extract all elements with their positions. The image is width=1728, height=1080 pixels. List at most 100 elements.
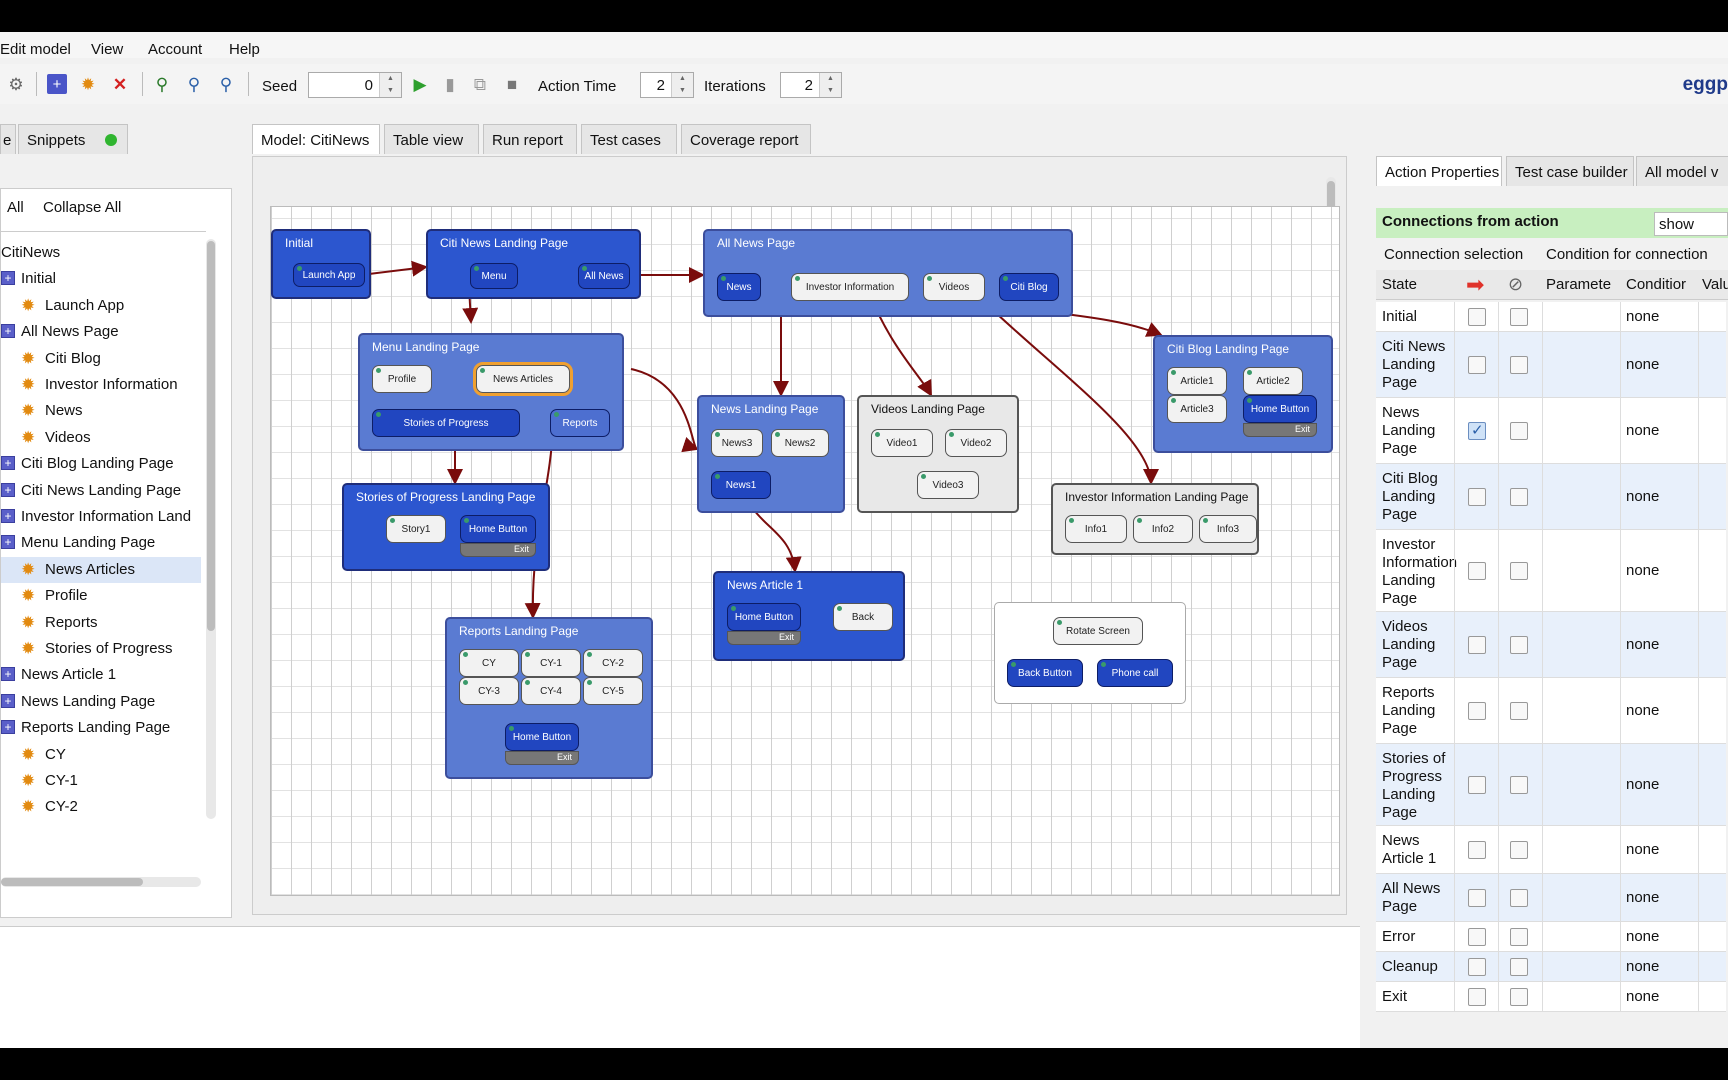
seed-input[interactable]: 0▲▼ — [308, 72, 402, 98]
menu-help[interactable]: Help — [229, 41, 260, 58]
action-node[interactable]: Stories of Progress — [372, 409, 520, 437]
expand-plus-icon[interactable]: + — [1, 482, 15, 497]
action-node[interactable]: Home Button — [505, 723, 579, 751]
exit-node[interactable]: Exit — [727, 631, 801, 645]
tab-center-3[interactable]: Test cases — [581, 124, 677, 154]
tab-center-1[interactable]: Table view — [384, 124, 479, 154]
hide-checkbox[interactable] — [1510, 636, 1528, 654]
expand-plus-icon[interactable]: + — [1, 535, 15, 550]
tab-right-0[interactable]: Action Properties — [1376, 156, 1502, 186]
connect-checkbox[interactable] — [1468, 636, 1486, 654]
action-time-input[interactable]: 2▲▼ — [640, 72, 694, 98]
action-node[interactable]: Info3 — [1199, 515, 1257, 543]
connect-checkbox[interactable] — [1468, 841, 1486, 859]
tree-item[interactable]: CitiNews — [1, 240, 201, 266]
menu-edit-model[interactable]: Edit model — [0, 41, 71, 58]
action-node[interactable]: Phone call — [1097, 659, 1173, 687]
tree-item[interactable]: ✹Citi Blog — [1, 346, 201, 372]
action-node[interactable]: Reports — [550, 409, 610, 437]
connect-checkbox[interactable] — [1468, 928, 1486, 946]
action-node[interactable]: CY-2 — [583, 649, 643, 677]
action-node[interactable]: Video1 — [871, 429, 933, 457]
tree-item[interactable]: ✹CY-2 — [1, 794, 201, 820]
hide-checkbox[interactable] — [1510, 889, 1528, 907]
hide-checkbox[interactable] — [1510, 562, 1528, 580]
hide-checkbox[interactable] — [1510, 422, 1528, 440]
tree-horizontal-scrollbar[interactable] — [1, 877, 201, 887]
action-node[interactable]: CY — [459, 649, 519, 677]
show-button[interactable]: show — [1654, 212, 1728, 236]
iterations-spinner[interactable]: ▲▼ — [819, 73, 841, 97]
hide-checkbox[interactable] — [1510, 841, 1528, 859]
zoom-in-icon[interactable]: ⚲ — [219, 74, 233, 94]
connect-checkbox[interactable] — [1468, 562, 1486, 580]
expand-plus-icon[interactable]: + — [1, 509, 15, 523]
action-node[interactable]: Video2 — [945, 429, 1007, 457]
connect-checkbox[interactable] — [1468, 958, 1486, 976]
tree-item[interactable]: +Reports Landing Page — [1, 715, 201, 741]
iterations-input[interactable]: 2▲▼ — [780, 72, 842, 98]
step-icon[interactable]: ⧉ — [473, 74, 487, 94]
action-node[interactable]: Home Button — [460, 515, 536, 543]
action-node[interactable]: News — [717, 273, 761, 301]
connect-checkbox[interactable] — [1468, 988, 1486, 1006]
action-node[interactable]: Story1 — [386, 515, 446, 543]
seed-spinner[interactable]: ▲▼ — [379, 73, 401, 97]
tab-snippets[interactable]: Snippets — [18, 124, 128, 154]
stop-icon[interactable]: ■ — [506, 74, 518, 94]
tree-item[interactable]: +All News Page — [1, 319, 201, 345]
tree-item[interactable]: +Citi Blog Landing Page — [1, 451, 201, 477]
action-node[interactable]: CY-4 — [521, 677, 581, 705]
expand-plus-icon[interactable]: + — [1, 456, 15, 471]
exit-node[interactable]: Exit — [460, 543, 536, 557]
hide-checkbox[interactable] — [1510, 488, 1528, 506]
tree-item[interactable]: +Citi News Landing Page — [1, 478, 201, 504]
action-node[interactable]: Info1 — [1065, 515, 1127, 543]
tree-item[interactable]: ✹Stories of Progress — [1, 636, 201, 662]
add-action-icon[interactable]: ✹ — [80, 74, 96, 94]
tree-item[interactable]: ✹Launch App — [1, 293, 201, 319]
play-icon[interactable]: ▶ — [413, 74, 427, 94]
tab-model-tree[interactable]: e — [0, 124, 16, 154]
connect-checkbox[interactable] — [1468, 488, 1486, 506]
action-node[interactable]: Back — [833, 603, 893, 631]
tab-center-2[interactable]: Run report — [483, 124, 577, 154]
action-node[interactable]: Home Button — [727, 603, 801, 631]
connect-checkbox[interactable] — [1468, 421, 1486, 440]
action-node[interactable]: Home Button — [1243, 395, 1317, 423]
connect-checkbox[interactable] — [1468, 308, 1486, 326]
action-node[interactable]: Rotate Screen — [1053, 617, 1143, 645]
tab-center-4[interactable]: Coverage report — [681, 124, 811, 154]
tree-item[interactable]: ✹Profile — [1, 583, 201, 609]
connect-checkbox[interactable] — [1468, 356, 1486, 374]
tree-item[interactable]: +News Article 1 — [1, 662, 201, 688]
tree-item[interactable]: ✹Investor Information — [1, 372, 201, 398]
tree-item[interactable]: ✹News Articles — [1, 556, 201, 583]
tree-item[interactable]: ✹CY — [1, 742, 201, 768]
settings-gear-icon[interactable]: ⚙ — [8, 74, 24, 94]
expand-plus-icon[interactable]: + — [1, 324, 15, 339]
tree-item[interactable]: ✹CY-1 — [1, 768, 201, 794]
hide-checkbox[interactable] — [1510, 308, 1528, 326]
add-state-icon[interactable]: + — [47, 74, 67, 94]
action-node[interactable]: Back Button — [1007, 659, 1083, 687]
menu-account[interactable]: Account — [148, 41, 203, 58]
tab-right-2[interactable]: All model v — [1636, 156, 1728, 186]
hide-checkbox[interactable] — [1510, 776, 1528, 794]
action-node[interactable]: Launch App — [293, 263, 365, 287]
hide-checkbox[interactable] — [1510, 988, 1528, 1006]
tree-scroll-thumb[interactable] — [207, 241, 215, 631]
action-node[interactable]: Video3 — [917, 471, 979, 499]
tree-item[interactable]: +Initial — [1, 266, 201, 292]
